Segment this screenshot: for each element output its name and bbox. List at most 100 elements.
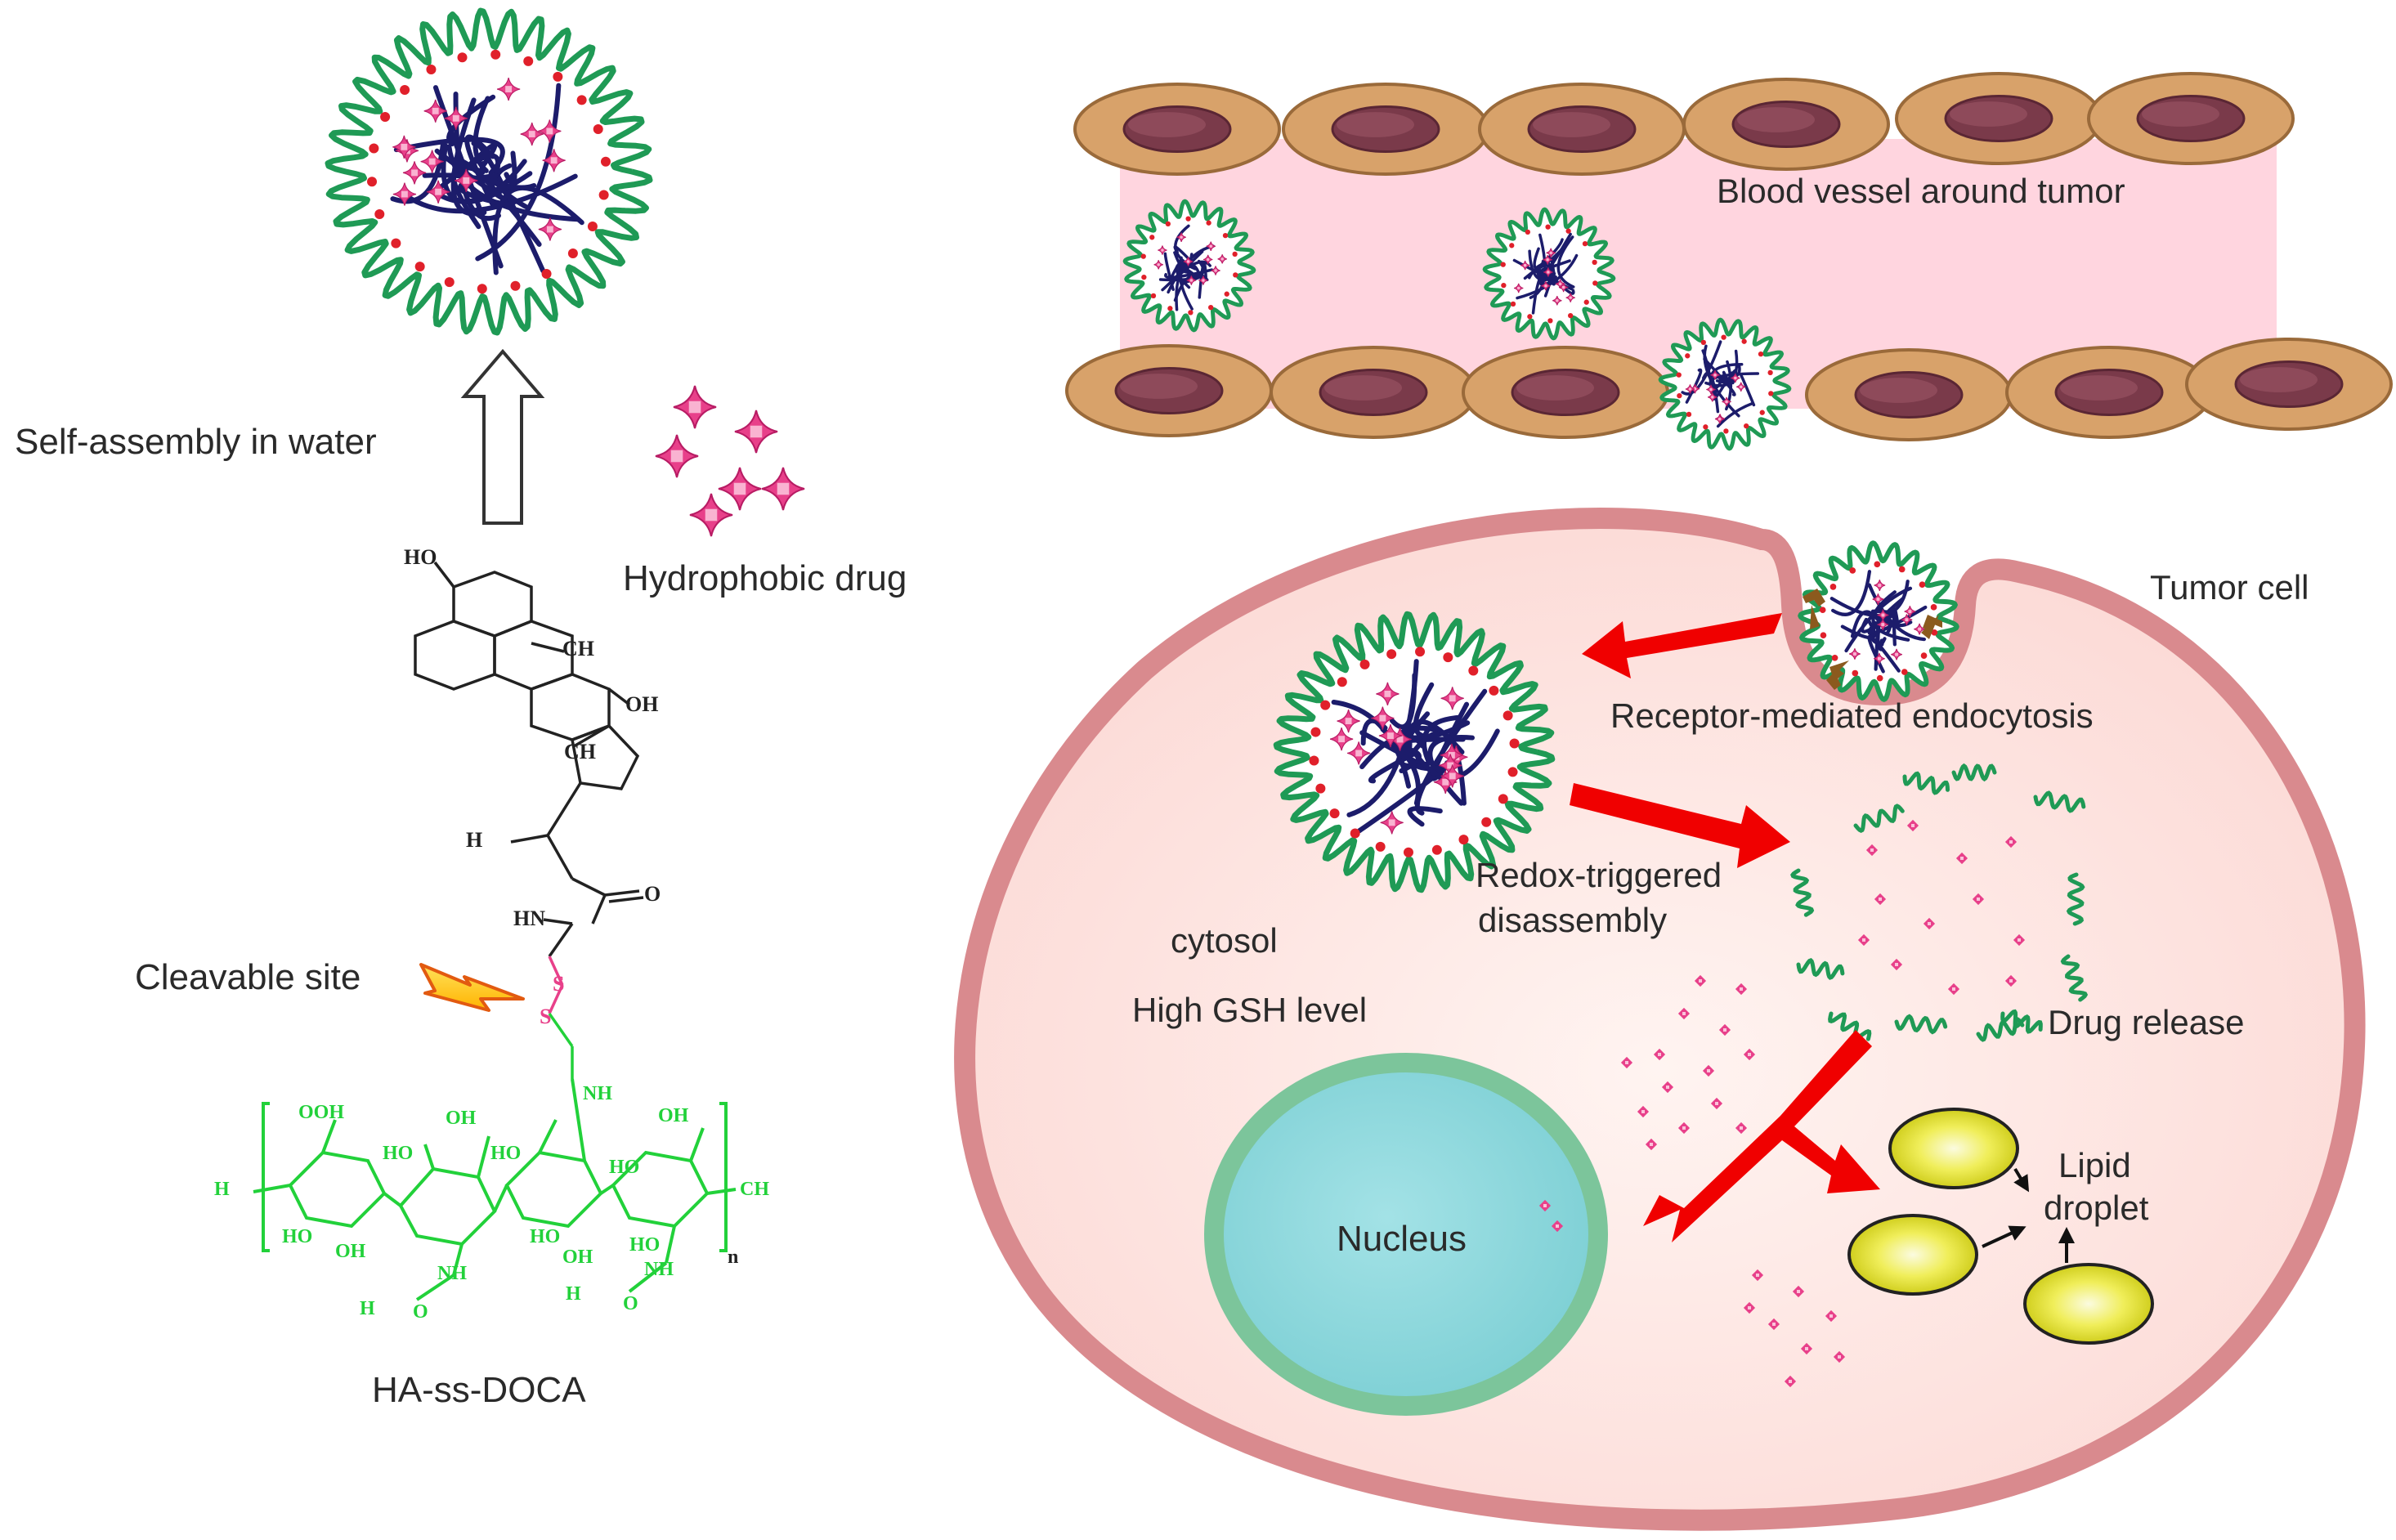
drug-icon [538,119,562,143]
doca-labels: HO CH OH CH H O HN S S [404,545,661,1028]
drug-icon [1153,260,1163,270]
drug-icon [1217,254,1227,264]
drug-icon [420,150,444,173]
lipid-label-line1: Lipid [2058,1146,2131,1184]
arrow-drug-release [1643,1030,1880,1242]
drug-icon [1914,623,1926,635]
endothelial-cell [2005,346,2213,439]
disassembled-strands [1790,763,2089,1042]
drug-dot [1551,1220,1564,1233]
drug-icon [1541,280,1551,291]
drug-icon [1714,414,1725,424]
drug-icon [496,77,521,101]
cleavable-site-label: Cleavable site [135,957,361,997]
drug-icon [655,434,699,478]
endothelial-cell [1073,83,1281,176]
lipid-droplets [1847,1108,2154,1345]
cytosol-label: cytosol [1171,921,1278,960]
drug-icon [1158,245,1167,255]
drug-icon [455,168,478,193]
endothelial-cell [1805,348,2013,441]
drug-dot [1637,1105,1650,1118]
svg-text:HN: HN [513,907,545,930]
doca-structure [414,561,644,1079]
drug-icon [1731,373,1740,383]
drug-icon [1380,811,1404,835]
lipid-droplet [1847,1214,1978,1296]
drug-icon [402,161,427,185]
drug-icon [1186,275,1197,285]
drug-icon [1378,723,1403,748]
drug-icon [1872,593,1884,606]
ha-backbone [253,1078,737,1301]
svg-text:CH: CH [564,740,596,763]
svg-text:CH: CH [740,1179,769,1200]
drug-icon [1706,384,1716,395]
hydrophobic-drug-icons [655,385,805,537]
svg-text:H: H [360,1298,375,1319]
drug-icon [1543,255,1552,265]
drug-icon [1874,580,1886,591]
conjugate-name-label: HA-ss-DOCA [372,1370,586,1410]
process-arrows [1570,613,1880,1242]
svg-text:HO: HO [490,1143,521,1164]
drug-icon [1736,382,1746,392]
svg-text:S: S [553,972,564,996]
svg-text:HO: HO [404,545,437,569]
svg-text:O: O [644,882,661,906]
drug-icon [1520,260,1530,271]
drug-icon [761,467,805,511]
drug-icon [520,122,544,146]
drug-icon [1347,741,1371,765]
drug-icon [1376,682,1400,706]
drug-icon [1708,392,1718,402]
lipid-droplet [1888,1108,2019,1189]
svg-text:OH: OH [625,692,658,716]
drug-icon [392,182,417,206]
drug-icon [538,217,562,241]
svg-text:H: H [566,1283,581,1305]
svg-text:OH: OH [562,1247,593,1268]
endocytosed-micelle [1798,540,1959,702]
ha-labels: OOH H HO OH HO OH HO HO OH NH OH HO HO N… [214,1083,769,1323]
svg-text:HO: HO [383,1143,413,1164]
drug-dot [1620,1056,1633,1069]
endocytosis-label: Receptor-mediated endocytosis [1610,696,2094,735]
arrow-endocytosis [1582,613,1782,678]
drug-icon [1440,764,1464,788]
drug-dot [1661,1081,1674,1094]
drug-icon [1877,619,1889,630]
redox-label-line2: disassembly [1478,901,1667,939]
svg-text:OH: OH [658,1105,689,1126]
svg-text:O: O [413,1301,428,1323]
drug-icon [1329,727,1354,751]
self-assembly-arrow [460,348,545,525]
tumor-cell-label: Tumor cell [2150,568,2309,607]
drug-icon [1206,241,1216,251]
drug-dot [1645,1138,1658,1151]
endothelial-cell [2185,338,2393,431]
drug-icon [1543,267,1553,277]
drug-icon [444,106,468,130]
endothelial-cell [1065,344,1273,437]
svg-text:n: n [728,1247,738,1268]
nucleus-label: Nucleus [1337,1219,1467,1259]
svg-text:NH: NH [583,1083,612,1104]
svg-text:NH: NH [437,1263,467,1284]
svg-text:OH: OH [335,1241,366,1262]
hydrophobic-drug-label: Hydrophobic drug [623,558,907,598]
drug-dot [1653,1048,1666,1061]
drug-icon [1440,687,1464,710]
drug-icon [1546,248,1556,258]
drug-icon [1565,293,1575,302]
nucleus [1204,1053,1608,1416]
svg-text:S: S [540,1005,551,1028]
drug-icon [1371,706,1395,730]
drug-icon [734,410,778,454]
endothelial-cell [1682,78,1890,171]
drug-icon [1722,396,1731,407]
drug-icon [673,385,717,429]
circulating-micelles [1122,199,1792,451]
cleavable-site-bolt-icon [419,963,525,1012]
